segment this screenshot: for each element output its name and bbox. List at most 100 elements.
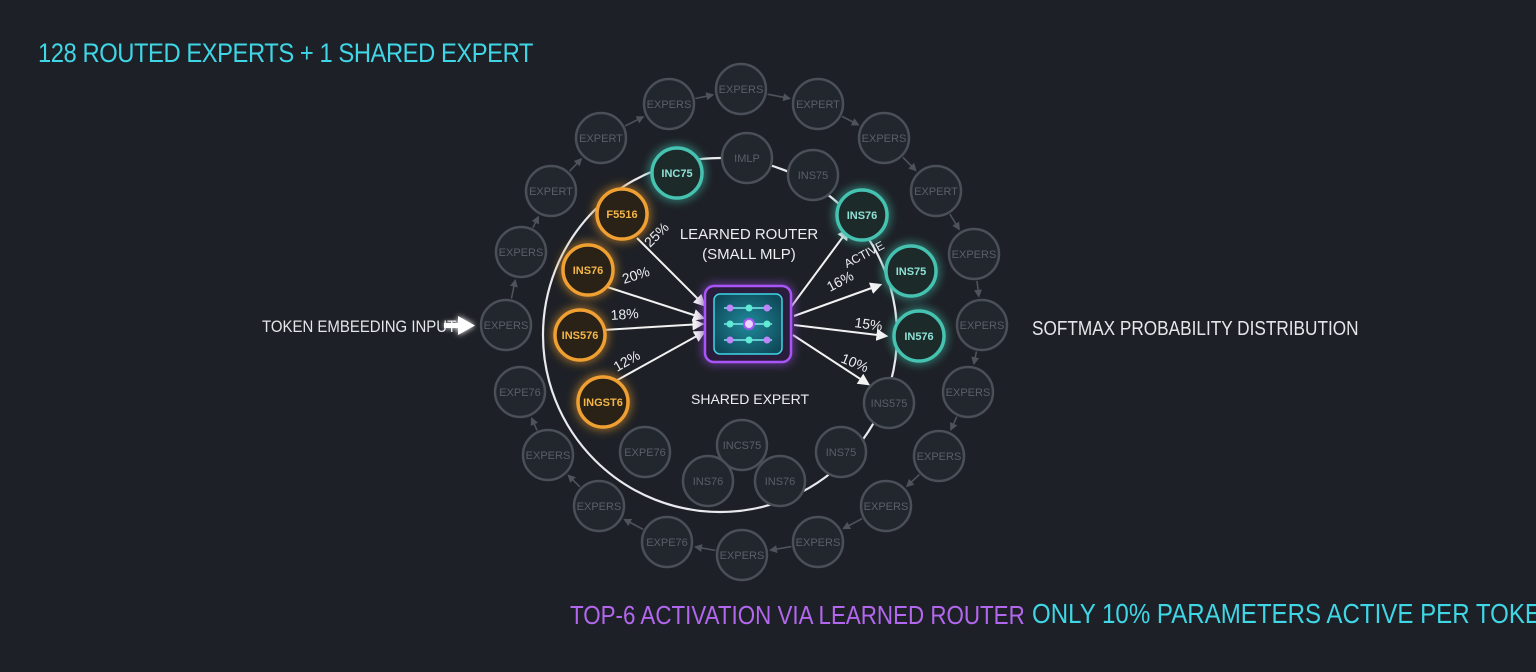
outer-expert-label: EXPERT [529,186,573,198]
outer-expert-circle [941,365,995,419]
outer-expert-circle [947,227,1001,281]
inner-expert-node: INC75 [650,146,704,200]
route-arrow-5 [790,228,850,308]
weight-label-5: 16% [824,267,856,294]
outer-expert-node: EXPE76 [493,365,547,419]
outer-expert-circle [640,515,694,569]
outer-expert-node: EXPERS [791,515,845,569]
outer-ring-arrow [905,473,920,488]
outer-expert-circle [791,77,845,131]
outer-expert-label: EXPERS [917,451,962,463]
inner-expert-circle [786,148,840,202]
outer-ring-arrow [568,157,583,172]
inner-expert-label: F5516 [606,209,637,221]
routing-arrows [597,228,889,389]
inner-expert-node: INS75 [884,244,938,298]
inner-expert-label: EXPE76 [624,447,666,459]
outer-expert-node: EXPERS [479,298,533,352]
outer-expert-node: EXPERS [859,479,913,533]
outer-ring-arrow [767,93,792,102]
inner-expert-node: IN576 [892,309,946,363]
inner-expert-node: INS75 [814,425,868,479]
outer-ring-arrow [567,474,581,488]
route-arrow-4 [602,330,707,389]
inner-expert-label: INS76 [693,476,724,488]
outer-expert-circle [494,225,548,279]
outer-expert-label: EXPERS [952,249,997,261]
outer-ring-arrow [624,116,645,127]
outer-expert-circle [859,479,913,533]
inner-expert-label: INS76 [765,476,796,488]
weight-label-4: 12% [611,347,643,375]
inner-expert-label: INCS75 [723,440,762,452]
outer-expert-node: EXPERS [494,225,548,279]
inner-expert-node: EXPE76 [618,425,672,479]
outer-expert-node: EXPERS [642,77,696,131]
inner-expert-circle [650,146,704,200]
inner-expert-node: INS76 [753,454,807,508]
outer-expert-label: EXPE76 [499,387,541,399]
inner-expert-node: INGST6 [576,375,630,429]
outer-expert-label: EXPE76 [646,537,688,549]
inner-expert-node: INS76 [681,454,735,508]
outer-expert-label: EXPERS [720,550,765,562]
outer-expert-circle [955,298,1009,352]
inner-expert-label: INGST6 [583,397,623,409]
outer-expert-node: EXPERT [524,164,578,218]
outer-expert-circle [642,77,696,131]
outer-expert-circle [521,428,575,482]
outer-expert-circle [714,62,768,116]
outer-expert-circle [479,298,533,352]
outer-expert-circle [574,111,628,165]
route-arrow-1 [636,237,706,307]
weight-label-6: 15% [854,314,884,334]
outer-expert-node: EXPE76 [640,515,694,569]
route-arrow-2 [597,283,706,321]
weight-label-2: 20% [620,263,652,287]
shared-expert-label: SHARED EXPERT [691,391,809,407]
inner-expert-circle [753,454,807,508]
inner-expert-nodes: INC75IMLPINS75F5516INS76INS576INS76INS75… [553,131,946,508]
inner-expert-label: IN576 [904,331,933,343]
inner-expert-node: IMLP [720,131,774,185]
inner-expert-circle [884,244,938,298]
outer-ring-arrow [974,280,983,298]
outer-expert-label: EXPERS [526,450,571,462]
outer-expert-label: EXPERS [862,133,907,145]
outer-expert-node: EXPERT [791,77,845,131]
inner-expert-label: INS75 [798,170,829,182]
outer-ring-arrow [530,417,539,431]
outer-expert-circle [791,515,845,569]
inner-expert-circle [720,131,774,185]
inner-expert-label: INS576 [562,330,599,342]
inner-expert-node: INS75 [786,148,840,202]
diagram-title: 128 ROUTED EXPERTS + 1 SHARED EXPERT [38,38,533,68]
inner-expert-node: INS576 [553,308,607,362]
outer-expert-label: EXPERS [499,247,544,259]
outer-ring-arrow [509,278,518,299]
top6-caption: TOP-6 ACTIVATION VIA LEARNED ROUTER [570,600,1025,630]
token-input-label: TOKEN EMBEEDING INPUT [262,317,457,336]
outer-expert-node: EXPERS [521,428,575,482]
outer-expert-label: EXPERS [946,387,991,399]
outer-expert-node: EXPERT [574,111,628,165]
inner-expert-node: INCS75 [715,418,769,472]
inner-expert-circle [814,425,868,479]
inner-expert-label: INS75 [826,447,857,459]
outer-ring-arrow [695,92,715,101]
outer-ring-arrow [949,213,960,231]
router-title: LEARNED ROUTER [680,226,819,243]
inner-expert-circle [561,243,615,297]
outer-expert-circle [857,111,911,165]
input-arrow-icon [444,316,475,335]
route-arrow-3 [602,318,705,331]
inner-expert-circle [595,187,649,241]
inner-expert-circle [892,309,946,363]
outer-ring-arrow [902,156,917,172]
outer-ring-arrow [971,351,980,366]
route-arrow-8 [792,334,871,386]
outer-expert-label: EXPERT [579,133,623,145]
inner-expert-circle [862,376,916,430]
outer-ring-arrows [509,92,983,553]
